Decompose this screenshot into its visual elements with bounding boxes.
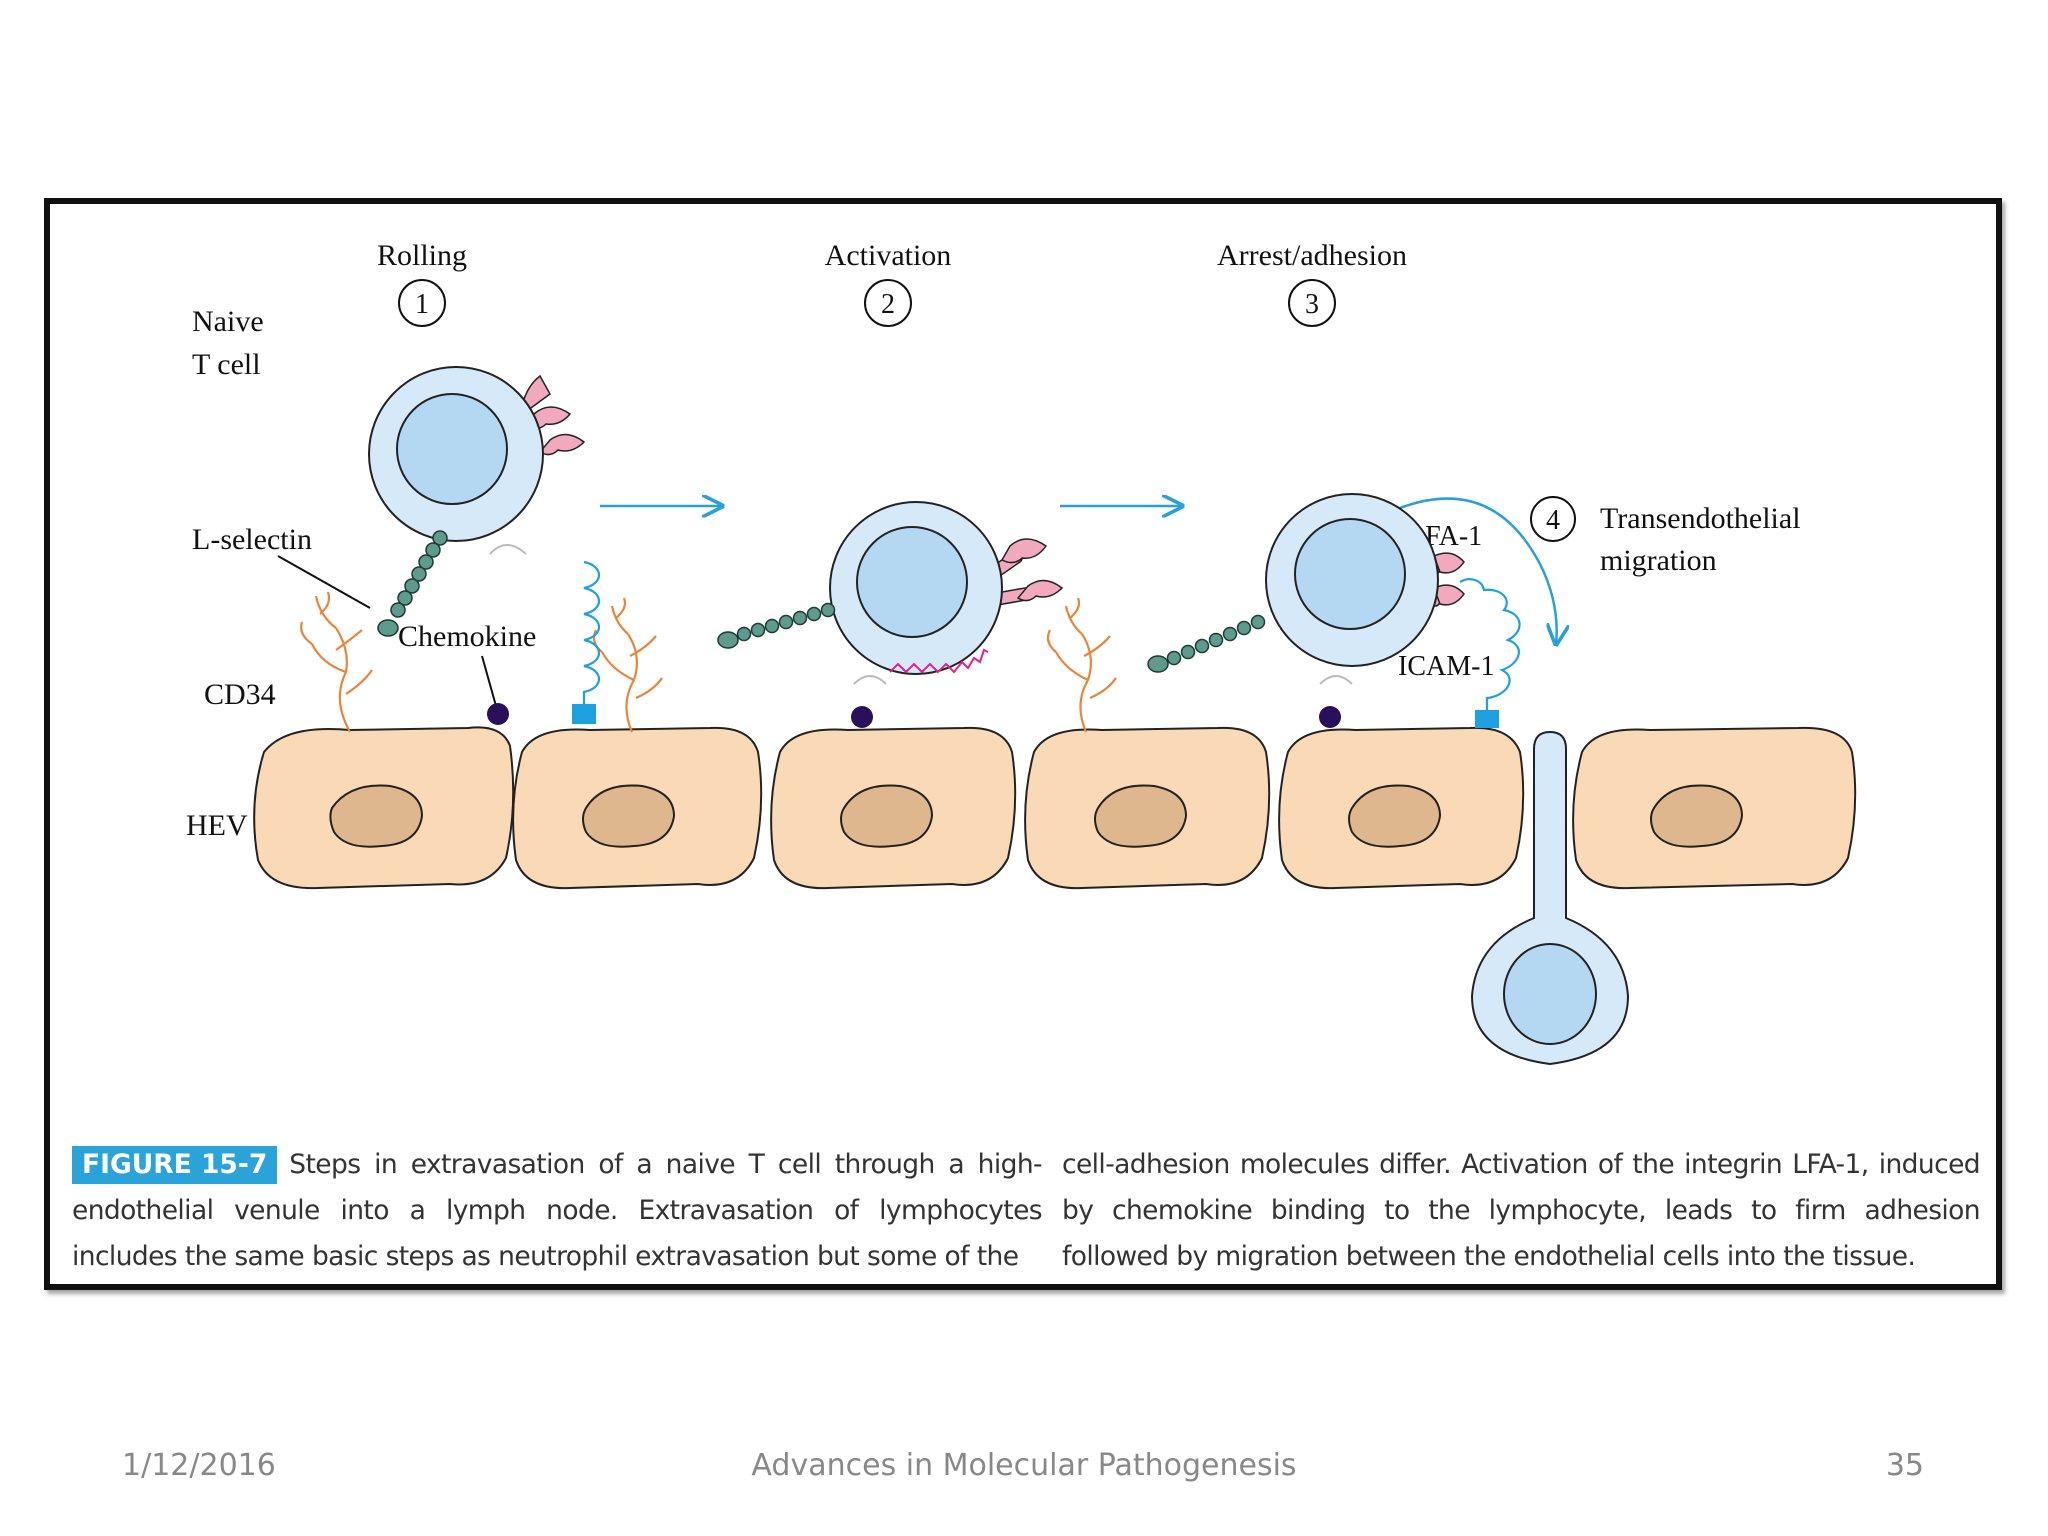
cd34-molecule: [300, 591, 373, 733]
step-3-badge: 3: [1288, 279, 1336, 327]
l-selectin-chain: [1147, 614, 1266, 673]
figure-panel: Rolling 1 Activation 2 Arrest/adhesion 3…: [44, 198, 2002, 1290]
naive-label-line1: Naive: [192, 305, 264, 338]
figure-number-badge: FIGURE 15-7: [72, 1146, 278, 1184]
activated-t-cell: [829, 501, 1064, 685]
signaling-wave: [889, 648, 989, 674]
step-2-label: Activation: [825, 239, 952, 272]
chemokine-dot: [1319, 706, 1341, 728]
step-4-label-line2: migration: [1600, 544, 1717, 577]
endothelial-cell: [770, 726, 1017, 890]
step-4-badge: 4: [1530, 496, 1576, 542]
step-3-number: 3: [1305, 289, 1319, 320]
l-selectin-chain: [377, 530, 448, 637]
footer-page-number: 35: [1885, 1448, 1924, 1483]
chemokine-dot: [487, 703, 509, 725]
step-3-label: Arrest/adhesion: [1217, 239, 1407, 272]
l-selectin-chain: [717, 602, 836, 649]
footer-title: Advances in Molecular Pathogenesis: [751, 1448, 1297, 1483]
endothelial-cell: [253, 726, 515, 890]
endothelial-cell: [1572, 726, 1857, 890]
naive-label-line2: T cell: [192, 348, 261, 381]
step-1-label: Rolling: [377, 239, 467, 272]
extravasation-diagram: Rolling 1 Activation 2 Arrest/adhesion 3…: [186, 239, 1857, 1066]
step-4-number: 4: [1546, 505, 1560, 536]
footer-date: 1/12/2016: [122, 1448, 276, 1483]
chemokine-label: Chemokine: [398, 620, 536, 653]
icam1-anchor: [572, 704, 596, 724]
cd34-molecule: [1046, 597, 1117, 733]
caption-left-text: Steps in extravasation of a naive T cell…: [72, 1149, 1043, 1272]
l-selectin-leader: [277, 555, 371, 609]
endothelial-cell: [1024, 726, 1271, 890]
endothelial-cell: [1278, 726, 1525, 890]
icam1-anchor: [1475, 710, 1499, 728]
arrow-transmigration: [1389, 497, 1557, 644]
icam1-coil: [582, 560, 601, 704]
naive-t-cell: [368, 366, 586, 555]
migrating-t-cell: [1470, 730, 1630, 1066]
hev-label: HEV: [186, 809, 248, 842]
step-1-number: 1: [415, 289, 429, 320]
icam1-coil: [1459, 578, 1521, 710]
chemokine-dot: [851, 706, 873, 728]
figure-caption-right: cell-adhesion molecules differ. Activati…: [1062, 1149, 1981, 1272]
step-4-label-line1: Transendothelial: [1600, 502, 1801, 535]
chemokine-leader: [481, 655, 497, 707]
step-2-badge: 2: [864, 279, 912, 327]
step-1-badge: 1: [398, 279, 446, 327]
cd34-label: CD34: [204, 678, 276, 711]
l-selectin-label: L-selectin: [192, 523, 312, 556]
hev-endothelium: [253, 726, 1857, 890]
arrested-t-cell: [1265, 493, 1465, 685]
step-2-number: 2: [881, 289, 895, 320]
cd34-molecule: [592, 597, 663, 733]
icam1-label: ICAM-1: [1398, 651, 1494, 682]
endothelial-cell: [512, 726, 763, 890]
